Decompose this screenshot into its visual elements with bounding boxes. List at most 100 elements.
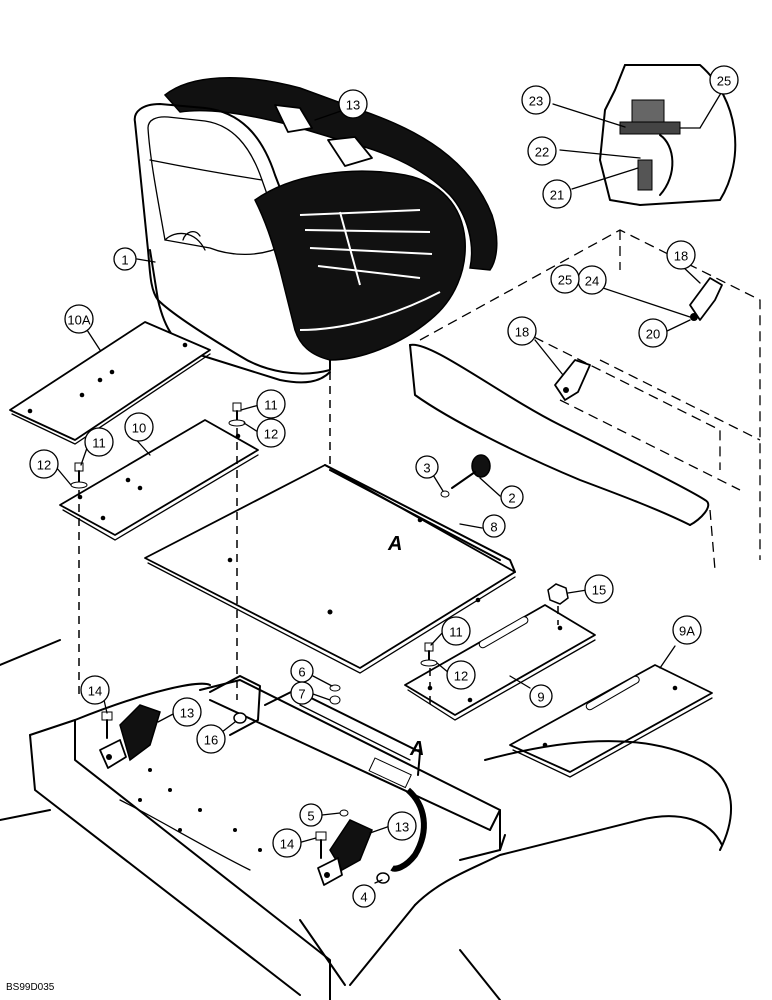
callout-number: 11 <box>92 436 106 451</box>
callout-circle <box>338 89 368 119</box>
callout-3: 3 <box>415 455 439 479</box>
callout-circle <box>529 684 553 708</box>
plate-9a <box>509 664 713 778</box>
seat-frame-mount <box>409 229 761 571</box>
callout-circle <box>542 179 572 209</box>
callout-circle <box>507 316 537 346</box>
callout-number: 15 <box>592 583 606 598</box>
callout-number: 12 <box>37 458 51 473</box>
callout-number: 25 <box>558 273 572 288</box>
callout-number: 13 <box>180 706 194 721</box>
callout-circle <box>113 247 137 271</box>
callout-2: 2 <box>500 485 524 509</box>
callout-number: 8 <box>490 520 497 535</box>
detail-inset <box>599 64 737 206</box>
callout-12: 12 <box>29 449 59 479</box>
callout-18: 18 <box>666 240 696 270</box>
callout-11: 11 <box>256 389 286 419</box>
callout-number: 21 <box>550 188 564 203</box>
view-letter-a: A <box>409 738 424 760</box>
fasteners-plate-10 <box>70 402 246 489</box>
seat-assembly <box>133 77 498 384</box>
plate-10a <box>9 321 211 445</box>
callout-number: 4 <box>360 890 367 905</box>
callout-circle <box>638 318 668 348</box>
callout-number: 10 <box>132 421 146 436</box>
callout-18: 18 <box>507 316 537 346</box>
callout-circle <box>29 449 59 479</box>
callout-circle <box>666 240 696 270</box>
callout-group: 1234567899A1010A111111121212131313141415… <box>29 65 739 908</box>
callout-circle <box>441 616 471 646</box>
callout-9a: 9A <box>672 615 702 645</box>
callout-1: 1 <box>113 247 137 271</box>
callout-circle <box>272 828 302 858</box>
callout-number: 10A <box>67 313 90 328</box>
callout-13: 13 <box>338 89 368 119</box>
callout-number: 18 <box>515 325 529 340</box>
callout-number: 3 <box>423 461 430 476</box>
callout-circle <box>84 427 114 457</box>
callout-13: 13 <box>172 697 202 727</box>
callout-5: 5 <box>299 803 323 827</box>
callout-number: 6 <box>298 665 305 680</box>
callout-circle <box>299 803 323 827</box>
base-frame <box>0 639 732 1000</box>
callout-21: 21 <box>542 179 572 209</box>
callout-14: 14 <box>80 675 110 705</box>
callout-number: 9A <box>679 624 695 639</box>
callout-number: 14 <box>280 837 294 852</box>
callout-circle <box>709 65 739 95</box>
callout-25: 25 <box>550 264 580 294</box>
figure-code: BS99D035 <box>6 982 55 993</box>
callout-11: 11 <box>441 616 471 646</box>
callout-number: 23 <box>529 94 543 109</box>
callout-number: 18 <box>674 249 688 264</box>
callout-circle <box>256 418 286 448</box>
callout-number: 11 <box>449 625 463 640</box>
callout-circle <box>290 681 314 705</box>
callout-circle <box>415 455 439 479</box>
plate-10 <box>59 419 259 541</box>
callout-7: 7 <box>290 681 314 705</box>
callout-number: 5 <box>307 809 314 824</box>
callout-number: 12 <box>264 427 278 442</box>
callout-circle <box>196 724 226 754</box>
callout-number: 25 <box>717 74 731 89</box>
fasteners-plate-9 <box>420 642 438 667</box>
callout-circle <box>482 514 506 538</box>
plate-9 <box>404 583 596 721</box>
callout-circle <box>64 304 94 334</box>
view-letter-a: A <box>387 533 402 555</box>
callout-number: 7 <box>298 687 305 702</box>
callout-15: 15 <box>584 574 614 604</box>
callout-number: 12 <box>454 669 468 684</box>
callout-9: 9 <box>529 684 553 708</box>
callout-circle <box>672 615 702 645</box>
callout-circle <box>352 884 376 908</box>
callout-circle <box>124 412 154 442</box>
callout-23: 23 <box>521 85 551 115</box>
callout-number: 24 <box>585 274 599 289</box>
callout-circle <box>500 485 524 509</box>
callout-14: 14 <box>272 828 302 858</box>
callout-4: 4 <box>352 884 376 908</box>
callout-number: 2 <box>508 491 515 506</box>
callout-16: 16 <box>196 724 226 754</box>
callout-number: 22 <box>535 145 549 160</box>
callout-8: 8 <box>482 514 506 538</box>
callout-number: 1 <box>121 253 128 268</box>
callout-number: 11 <box>264 398 278 413</box>
callout-circle <box>446 660 476 690</box>
callout-11: 11 <box>84 427 114 457</box>
callout-circle <box>172 697 202 727</box>
callout-number: 13 <box>395 820 409 835</box>
callout-10a: 10A <box>64 304 94 334</box>
callout-number: 13 <box>346 98 360 113</box>
callout-number: 16 <box>204 733 218 748</box>
leader-lines <box>55 92 722 884</box>
callout-number: 9 <box>537 690 544 705</box>
callout-circle <box>80 675 110 705</box>
callout-22: 22 <box>527 136 557 166</box>
